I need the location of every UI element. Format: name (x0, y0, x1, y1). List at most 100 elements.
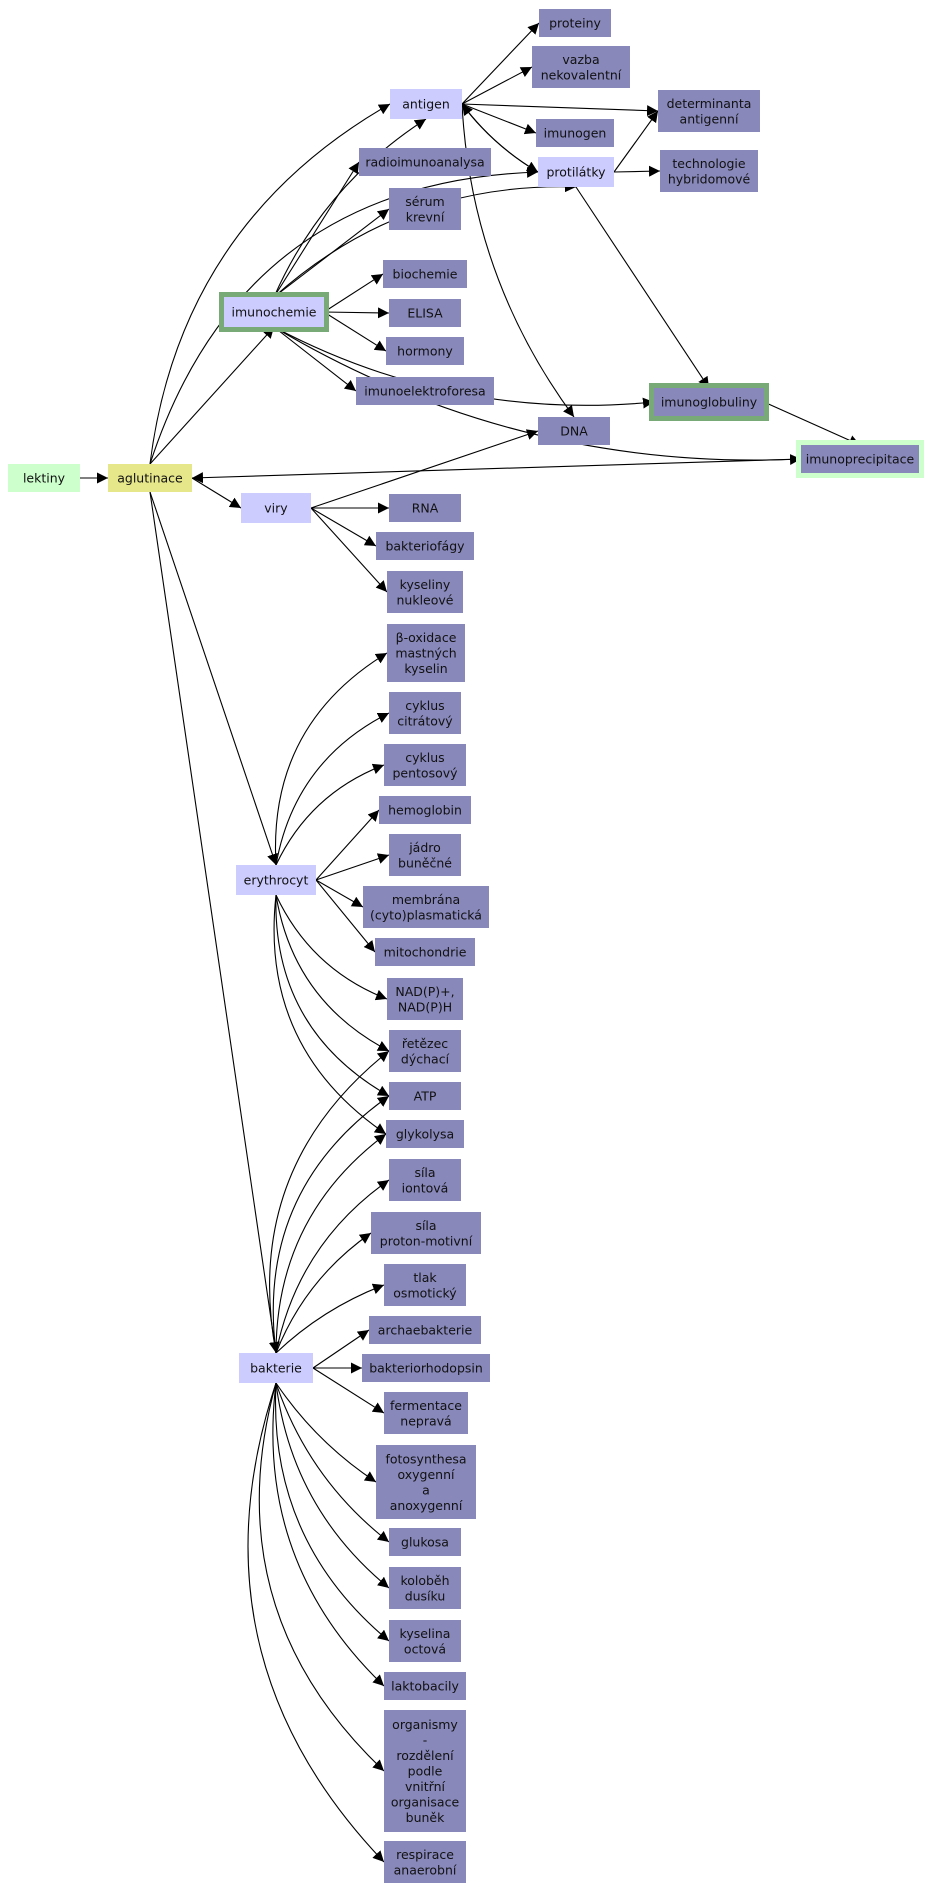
node-organismy-label: buněk (406, 1810, 445, 1825)
node-nadp[interactable]: NAD(P)+,NAD(P)H (387, 978, 463, 1020)
node-elisa[interactable]: ELISA (389, 299, 461, 327)
edge-imunochemie-to-hormony (323, 311, 387, 352)
node-lektiny[interactable]: lektiny (8, 464, 80, 492)
edges (80, 22, 861, 1863)
node-bakteriorho[interactable]: bakteriorhodopsin (362, 1354, 490, 1382)
node-kyselina-label: octová (404, 1641, 446, 1656)
node-bakterie[interactable]: bakterie (239, 1353, 313, 1383)
node-organismy[interactable]: organismy-rozdělenípodlevnitřníorganisac… (384, 1710, 466, 1832)
node-betaox-label: kyselin (404, 661, 447, 676)
node-membrana-label: (cyto)plasmatická (370, 907, 482, 922)
node-antigen[interactable]: antigen (390, 89, 462, 119)
node-bakteriofagy[interactable]: bakteriofágy (376, 532, 474, 560)
node-membrana-box (363, 886, 489, 928)
node-cyklus_pen-label: cyklus (405, 750, 444, 765)
node-mitochondrie[interactable]: mitochondrie (375, 938, 475, 966)
node-aglutinace-box (108, 464, 192, 492)
node-cyklus_pen-label: pentosový (392, 765, 458, 780)
node-imunoelektro[interactable]: imunoelektroforesa (356, 377, 494, 405)
edge-erythrocyt-to-glykolysa (273, 894, 387, 1135)
edge-erythrocyt-to-hemoglobin (315, 809, 380, 881)
node-imunoprecipitace[interactable]: imunoprecipitace (796, 440, 924, 478)
node-membrana[interactable]: membrána(cyto)plasmatická (363, 886, 489, 928)
node-dna[interactable]: DNA (538, 417, 610, 445)
edge-aglutinace-to-antigen (149, 103, 391, 465)
node-imunoglobuliny[interactable]: imunoglobuliny (649, 383, 769, 421)
edge-bakterie-to-glukosa (275, 1382, 390, 1543)
node-radioimuno[interactable]: radioimunoanalysa (359, 148, 491, 176)
node-antigen-box (390, 89, 462, 119)
node-imunogen[interactable]: imunogen (536, 119, 614, 147)
node-biochemie-box (383, 260, 467, 288)
node-bakterie-box (239, 1353, 313, 1383)
node-atp[interactable]: ATP (389, 1082, 461, 1110)
edge-bakterie-to-retezec (269, 1050, 390, 1354)
node-dna-box (538, 417, 610, 445)
node-organismy-label: vnitřní (405, 1779, 446, 1794)
node-kyseliny-box (387, 571, 463, 613)
node-laktobacily[interactable]: laktobacily (384, 1672, 466, 1700)
node-dna-label: DNA (560, 424, 588, 439)
node-proteiny-label: proteiny (549, 16, 601, 31)
node-hemoglobin[interactable]: hemoglobin (379, 796, 471, 824)
node-biochemie[interactable]: biochemie (383, 260, 467, 288)
edge-protilatky-to-determinanta (613, 110, 659, 173)
node-kolobeh-label: dusíku (405, 1588, 446, 1603)
node-imunoprecipitace-label: imunoprecipitace (806, 452, 915, 467)
node-erythrocyt[interactable]: erythrocyt (236, 865, 316, 895)
node-protilatky[interactable]: protilátky (538, 157, 614, 187)
node-serum-box (389, 188, 461, 230)
edge-protilatky-to-antigen (461, 103, 539, 173)
node-fotosyn-label: oxygenní (397, 1467, 455, 1482)
node-glukosa-box (389, 1528, 461, 1556)
node-fermentace-label: nepravá (400, 1413, 451, 1428)
node-archae[interactable]: archaebakterie (369, 1316, 481, 1344)
node-erythrocyt-box (236, 865, 316, 895)
edge-bakterie-to-kolobeh (275, 1382, 390, 1589)
node-proteiny[interactable]: proteiny (539, 9, 611, 37)
node-glukosa[interactable]: glukosa (389, 1528, 461, 1556)
node-cyklus_cit-box (389, 692, 461, 734)
node-glukosa-label: glukosa (401, 1535, 449, 1550)
node-technologie-label: technologie (672, 156, 745, 171)
edge-erythrocyt-to-membrana (315, 879, 364, 908)
node-elisa-label: ELISA (407, 306, 443, 321)
node-aglutinace[interactable]: aglutinace (108, 464, 192, 492)
edge-aglutinace-to-bakterie (149, 491, 280, 1354)
node-vazba-box (532, 46, 630, 88)
node-viry[interactable]: viry (241, 493, 311, 523)
node-sila_pro-label: síla (415, 1218, 436, 1233)
node-respirace-box (384, 1841, 466, 1883)
node-archae-label: archaebakterie (378, 1323, 473, 1338)
node-imunochemie-label: imunochemie (232, 305, 317, 320)
node-biochemie-label: biochemie (393, 267, 458, 282)
edge-aglutinace-to-imunochemie (149, 326, 275, 465)
edge-erythrocyt-to-betaox (274, 652, 388, 866)
node-glykolysa[interactable]: glykolysa (386, 1120, 464, 1148)
edge-protilatky-to-technologie (613, 165, 661, 177)
node-kyselina-label: kyselina (400, 1626, 451, 1641)
node-imunochemie[interactable]: imunochemie (219, 292, 329, 332)
edge-erythrocyt-to-cyklus_pen (275, 763, 385, 866)
node-kolobeh-label: koloběh (400, 1573, 449, 1588)
node-hormony[interactable]: hormony (386, 337, 464, 365)
node-rna[interactable]: RNA (389, 494, 461, 522)
